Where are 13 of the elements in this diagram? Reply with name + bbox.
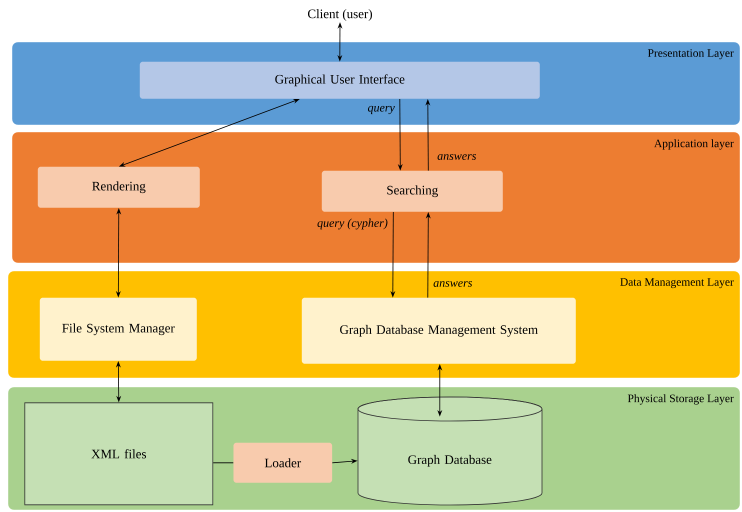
process-box: File System Manager: [40, 298, 197, 361]
process-box: Searching: [322, 170, 503, 212]
edge-label: answers: [438, 154, 476, 160]
edge-label: answers: [434, 281, 472, 287]
database-cylinder: Graph Database: [358, 396, 542, 506]
process-box: Graph Database Management System: [302, 298, 576, 364]
process-box: Rendering: [38, 166, 200, 208]
process-box: Loader: [233, 442, 332, 483]
edge-label: query: [368, 106, 395, 114]
process-box: Graphical User Interface: [140, 62, 540, 99]
client-label: Client (user): [308, 9, 372, 21]
file-box: XML files: [24, 402, 214, 506]
edge-label: query (cypher): [318, 218, 388, 230]
